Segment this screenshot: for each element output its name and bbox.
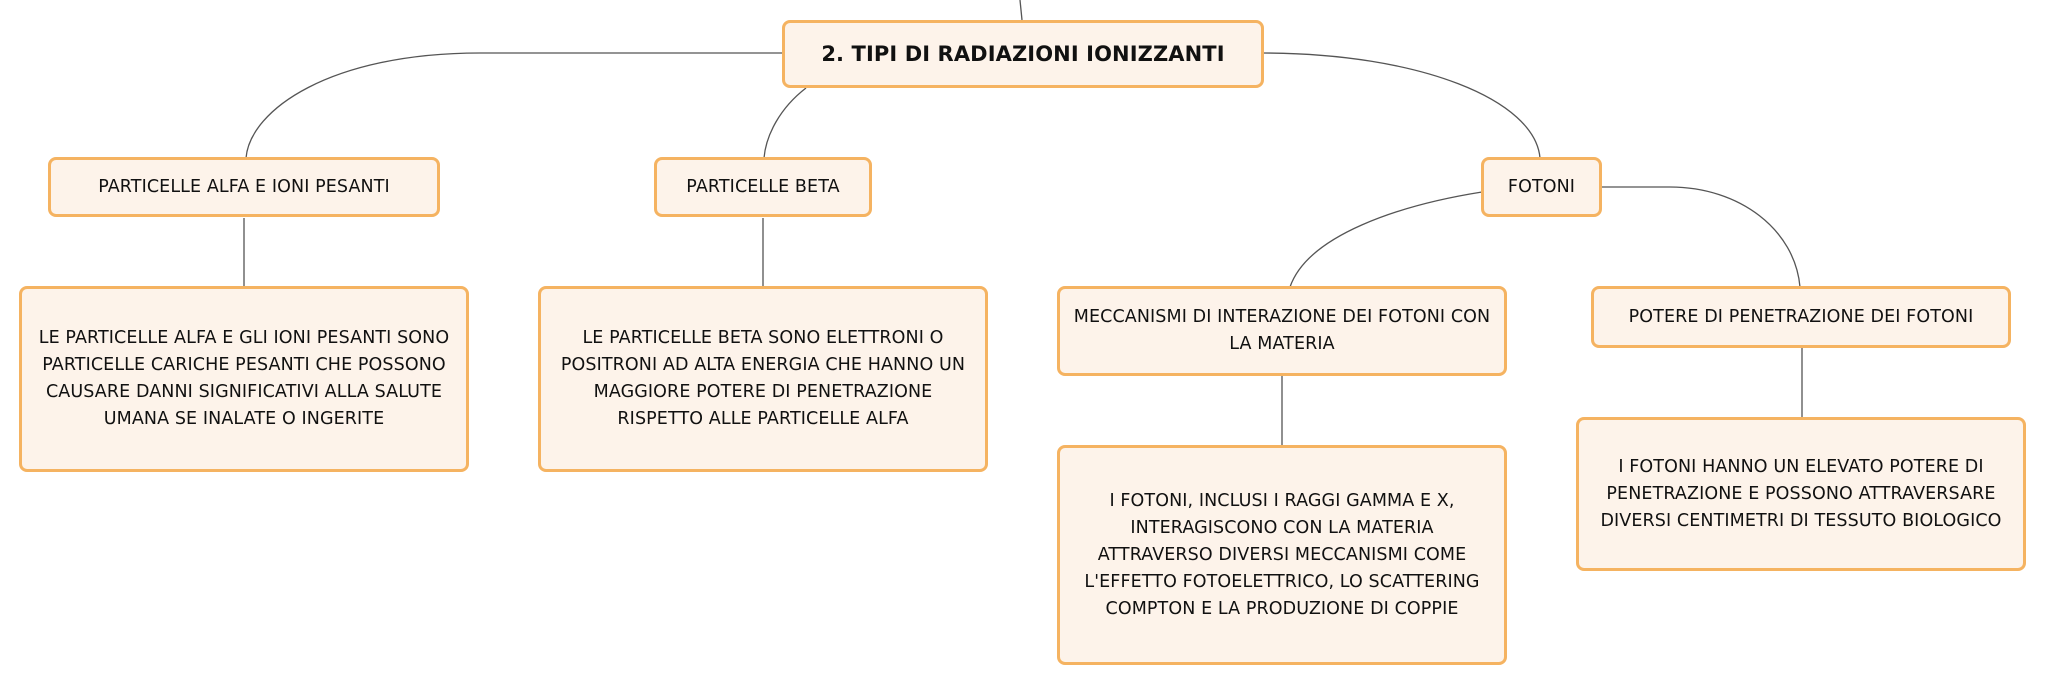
node-particelle-beta-label: PARTICELLE BETA	[686, 176, 840, 197]
node-meccanismi-detail-text: I FOTONI, INCLUSI I RAGGI GAMMA E X, INT…	[1084, 490, 1480, 619]
node-potere-detail-text: I FOTONI HANNO UN ELEVATO POTERE DI PENE…	[1600, 456, 2002, 531]
connector-fotoni-potere	[1600, 186, 1801, 288]
node-potere-penetrazione-label: POTERE DI PENETRAZIONE DEI FOTONI	[1628, 306, 1974, 327]
root-node[interactable]: 2. TIPI DI RADIAZIONI IONIZZANTI	[782, 20, 1264, 88]
node-meccanismi[interactable]: MECCANISMI DI INTERAZIONE DEI FOTONI CON…	[1057, 286, 1507, 376]
node-particelle-beta[interactable]: PARTICELLE BETA	[654, 157, 872, 217]
node-alfa-detail[interactable]: LE PARTICELLE ALFA E GLI IONI PESANTI SO…	[19, 286, 469, 472]
node-meccanismi-label: MECCANISMI DI INTERAZIONE DEI FOTONI CON…	[1073, 307, 1491, 354]
node-particelle-alfa-label: PARTICELLE ALFA E IONI PESANTI	[98, 176, 390, 197]
root-node-label: 2. TIPI DI RADIAZIONI IONIZZANTI	[821, 41, 1225, 66]
node-meccanismi-detail[interactable]: I FOTONI, INCLUSI I RAGGI GAMMA E X, INT…	[1057, 445, 1507, 665]
connector-parent-root	[1019, 0, 1023, 21]
node-potere-penetrazione[interactable]: POTERE DI PENETRAZIONE DEI FOTONI	[1591, 286, 2011, 348]
node-beta-detail[interactable]: LE PARTICELLE BETA SONO ELETTRONI O POSI…	[538, 286, 988, 472]
node-fotoni[interactable]: FOTONI	[1481, 157, 1602, 217]
node-beta-detail-text: LE PARTICELLE BETA SONO ELETTRONI O POSI…	[560, 328, 966, 429]
connector-root-beta	[763, 87, 807, 159]
connector-root-fotoni	[1261, 52, 1541, 159]
node-particelle-alfa[interactable]: PARTICELLE ALFA E IONI PESANTI	[48, 157, 440, 217]
node-alfa-detail-text: LE PARTICELLE ALFA E GLI IONI PESANTI SO…	[38, 328, 450, 429]
node-fotoni-label: FOTONI	[1507, 176, 1576, 197]
connector-root-alfa	[245, 52, 782, 159]
connector-fotoni-meccanismi	[1289, 191, 1483, 288]
node-potere-detail[interactable]: I FOTONI HANNO UN ELEVATO POTERE DI PENE…	[1576, 417, 2026, 571]
